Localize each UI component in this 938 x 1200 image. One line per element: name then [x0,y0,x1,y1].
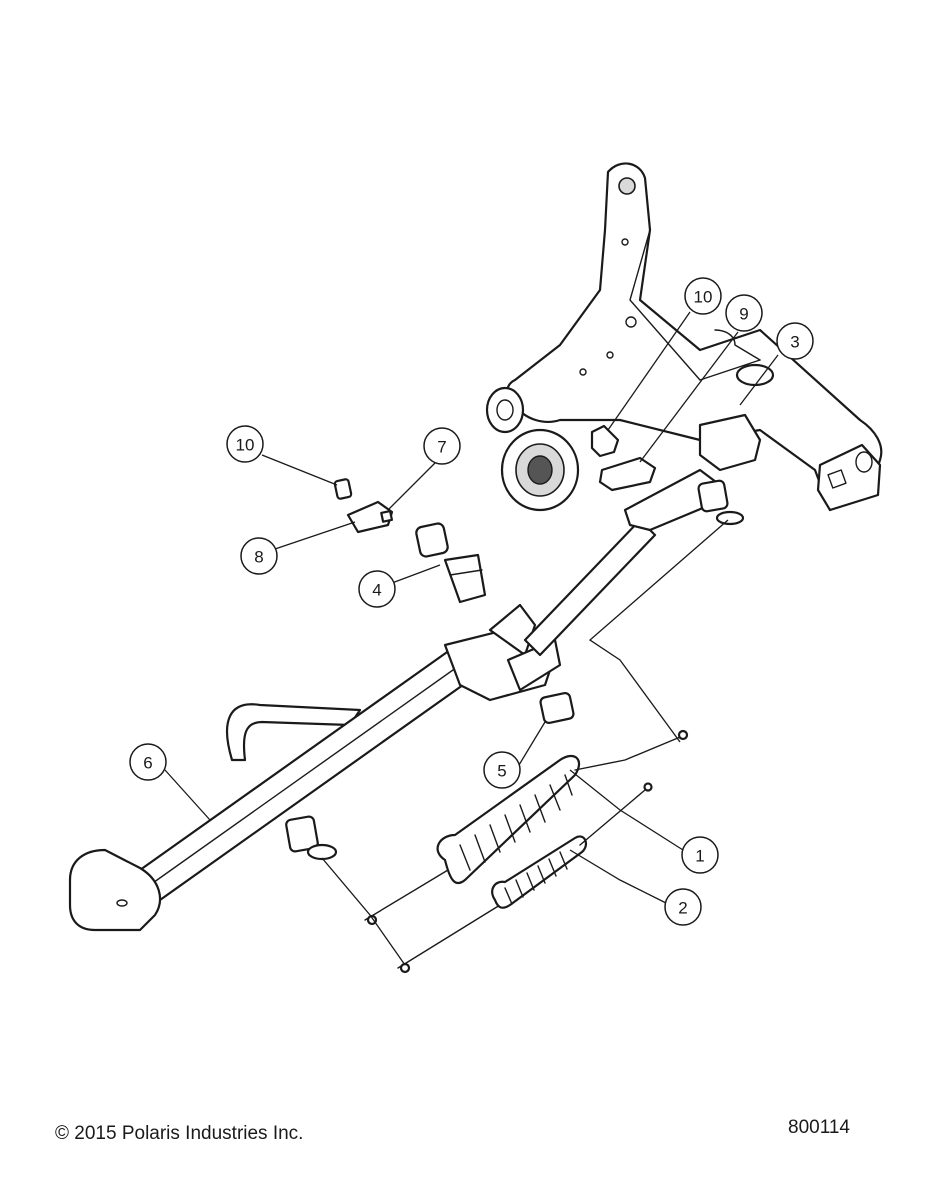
callout-4-label: 4 [372,581,381,600]
callout-10-left-label: 10 [236,436,255,455]
assembly-line-lower [321,857,406,966]
spring-large [364,729,689,926]
callout-5: 5 [483,751,521,789]
spring-small [397,782,653,974]
callout-10-upper: 10 [684,277,722,315]
callout-8: 8 [240,537,278,575]
callout-3-label: 3 [790,333,799,352]
spring-pin-lower [285,815,338,861]
callout-9: 9 [725,294,763,332]
pivot-bolt [415,522,487,604]
callout-1: 1 [681,836,719,874]
callout-6: 6 [129,743,167,781]
clip-plate [346,500,394,534]
callout-7-label: 7 [437,438,446,457]
pivot-roller [485,386,580,512]
callout-6-label: 6 [143,754,152,773]
spacer [539,691,575,725]
callout-10-upper-label: 10 [694,288,713,307]
copyright-notice: © 2015 Polaris Industries Inc. [55,1123,304,1144]
callout-1-label: 1 [695,847,704,866]
callout-2: 2 [664,888,702,926]
bracket-bolt-and-clip [590,424,657,492]
spring-pin-upper [697,479,745,526]
callout-8-label: 8 [254,548,263,567]
callout-3: 3 [776,322,814,360]
drawing-number: 800114 [788,1117,850,1138]
kickstand-leg [68,468,722,932]
callout-5-label: 5 [497,762,506,781]
callout-10-left: 10 [226,425,264,463]
callout-4: 4 [358,570,396,608]
callout-9-label: 9 [739,305,748,324]
callout-7: 7 [423,427,461,465]
small-bolt [333,478,353,500]
assembly-line-upper [588,519,729,743]
leader-lines [164,311,779,906]
callout-2-label: 2 [678,899,687,918]
